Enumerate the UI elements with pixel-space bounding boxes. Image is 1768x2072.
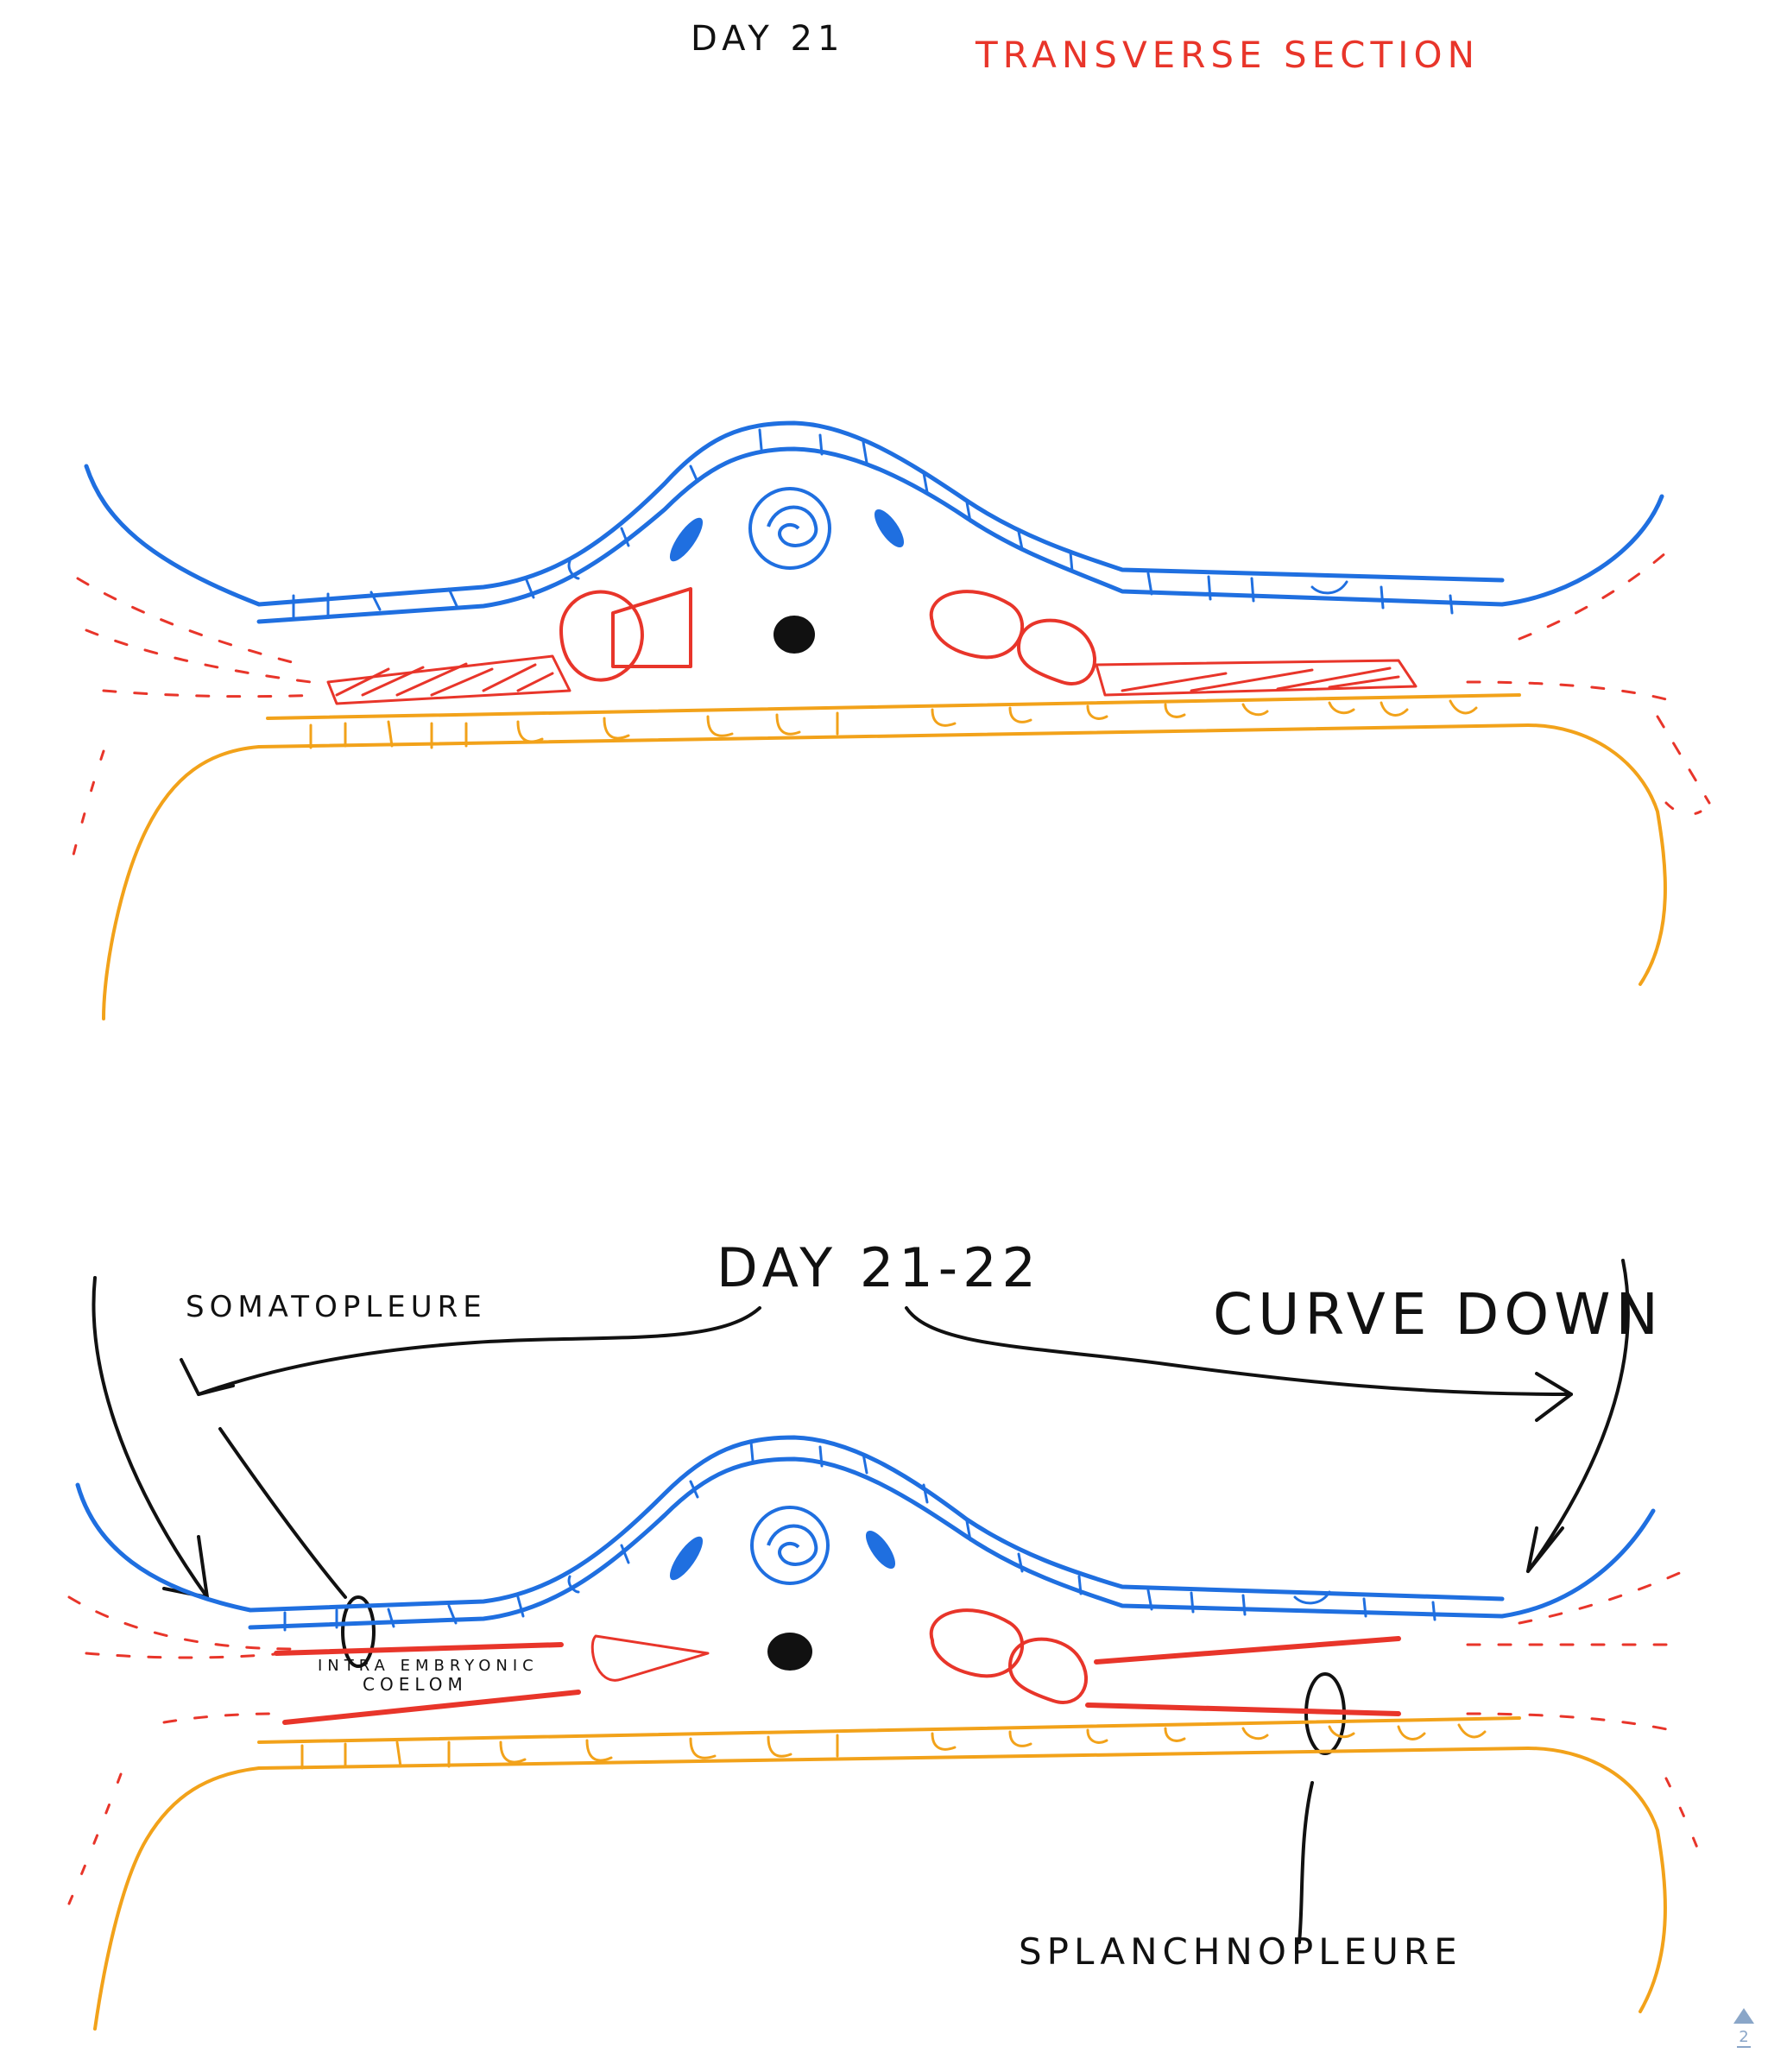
day-title: DAY 21 xyxy=(691,19,844,59)
bottom-left-blue-mark xyxy=(669,1536,704,1581)
bottom-notochord xyxy=(767,1633,812,1671)
top-neural-tube xyxy=(748,487,831,570)
top-left-blue-mark xyxy=(669,517,704,562)
bottom-right-blue-mark xyxy=(865,1530,896,1570)
bottom-day-title: DAY 21-22 xyxy=(717,1236,1041,1299)
somatopleure-label: SOMATOPLEURE xyxy=(186,1290,487,1324)
top-notochord xyxy=(774,616,815,654)
bottom-diagram xyxy=(67,1435,1702,2031)
top-endoderm xyxy=(102,693,1667,1020)
bottom-annotation-arrows xyxy=(92,1259,1630,1944)
top-right-blue-mark xyxy=(874,509,905,548)
bottom-endoderm xyxy=(93,1716,1667,2031)
top-mesoderm xyxy=(67,551,1711,874)
page-indicator[interactable]: 2 xyxy=(1727,2003,1761,2065)
bottom-ectoderm xyxy=(75,1435,1656,1632)
page-number: 2 xyxy=(1737,2028,1751,2048)
section-title: TRANSVERSE SECTION xyxy=(975,34,1480,76)
bottom-neural-tube xyxy=(750,1506,830,1585)
bottom-mesoderm xyxy=(67,1570,1702,1905)
coelom-label: COELOM xyxy=(363,1674,468,1695)
top-ectoderm xyxy=(84,420,1664,624)
intraembryonic-label: INTRA EMBRYONIC xyxy=(318,1657,539,1675)
triangle-up-icon xyxy=(1733,2008,1754,2024)
curve-down-label: CURVE DOWN xyxy=(1213,1281,1664,1348)
top-diagram xyxy=(67,420,1711,1020)
splanchnopleure-label: SPLANCHNOPLEURE xyxy=(1019,1930,1462,1973)
